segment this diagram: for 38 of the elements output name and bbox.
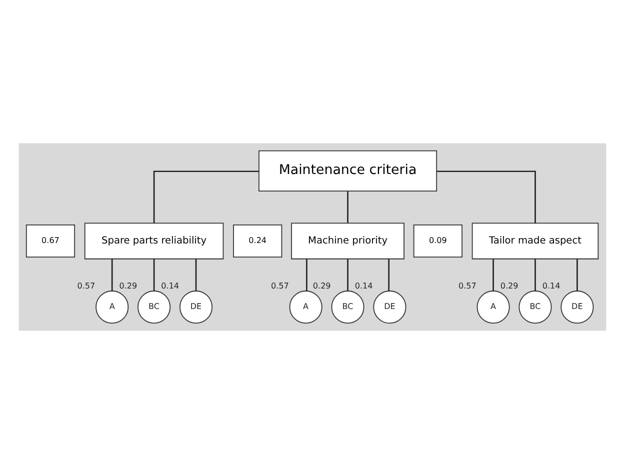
node-circle: A	[476, 290, 510, 324]
node-circle: BC	[331, 290, 364, 324]
node-circle: A	[289, 290, 322, 324]
node-box: Machine priority	[291, 222, 404, 260]
connector	[347, 191, 348, 223]
node-label: 0.14	[161, 282, 180, 291]
node-label: 0.29	[119, 282, 138, 291]
cluster	[18, 143, 606, 331]
node-box: Spare parts reliability	[84, 222, 224, 260]
node-box: Maintenance criteria	[258, 150, 438, 192]
node-box: Tailor made aspect	[472, 222, 599, 260]
node-label: 0.29	[312, 282, 331, 291]
node-label: 0.29	[500, 282, 518, 291]
connector	[195, 259, 197, 291]
connector	[436, 170, 536, 224]
node-circle: BC	[138, 290, 171, 324]
connector	[492, 259, 494, 291]
connector	[153, 170, 259, 224]
connector	[576, 259, 578, 291]
node-circle: A	[96, 290, 129, 324]
connector	[347, 259, 348, 291]
connector	[111, 259, 113, 291]
node-box: 0.09	[413, 224, 462, 258]
node-circle: DE	[560, 290, 594, 324]
connector	[153, 259, 155, 291]
node-label: 0.57	[270, 282, 289, 291]
node-label: 0.14	[542, 282, 560, 291]
connector	[306, 259, 308, 291]
connector	[388, 259, 390, 291]
node-label: 0.14	[354, 282, 373, 291]
node-circle: DE	[179, 290, 213, 324]
node-circle: BC	[518, 290, 552, 324]
node-box: 0.67	[26, 224, 76, 258]
node-label: 0.57	[458, 282, 476, 291]
node-circle: DE	[373, 290, 406, 324]
node-box: 0.24	[233, 224, 282, 258]
node-label: 0.57	[77, 282, 96, 291]
connector	[534, 259, 536, 291]
